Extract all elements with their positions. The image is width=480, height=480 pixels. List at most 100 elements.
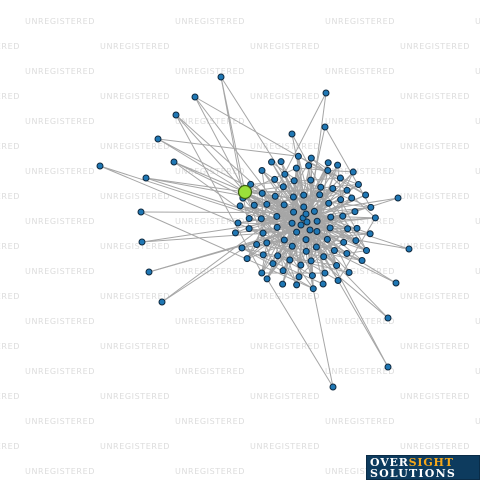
network-node[interactable]	[293, 281, 301, 289]
network-node[interactable]	[250, 201, 258, 209]
network-node[interactable]	[312, 243, 320, 251]
network-node[interactable]	[307, 176, 315, 184]
network-node[interactable]	[292, 164, 300, 172]
network-node[interactable]	[320, 253, 328, 261]
network-node[interactable]	[309, 285, 317, 293]
network-node[interactable]	[344, 225, 352, 233]
network-node[interactable]	[323, 235, 331, 243]
network-node[interactable]	[288, 242, 296, 250]
network-node[interactable]	[371, 214, 379, 222]
network-node[interactable]	[269, 260, 277, 268]
network-node[interactable]	[303, 218, 311, 226]
network-node[interactable]	[300, 191, 308, 199]
network-node[interactable]	[340, 238, 348, 246]
network-node[interactable]	[259, 229, 267, 237]
network-node[interactable]	[336, 174, 344, 182]
network-node[interactable]	[384, 314, 392, 322]
network-node[interactable]	[333, 261, 341, 269]
network-node[interactable]	[300, 203, 308, 211]
network-node[interactable]	[277, 158, 285, 166]
network-node[interactable]	[343, 250, 351, 258]
network-node[interactable]	[137, 208, 145, 216]
network-node[interactable]	[142, 174, 150, 182]
network-node[interactable]	[394, 194, 402, 202]
network-node[interactable]	[268, 158, 276, 166]
network-node[interactable]	[343, 186, 351, 194]
network-node[interactable]	[231, 229, 239, 237]
network-node[interactable]	[247, 180, 255, 188]
network-node[interactable]	[273, 212, 281, 220]
network-node[interactable]	[297, 221, 305, 229]
network-node[interactable]	[279, 280, 287, 288]
network-node[interactable]	[238, 244, 246, 252]
network-node[interactable]	[321, 269, 329, 277]
network-node[interactable]	[263, 239, 271, 247]
network-node[interactable]	[352, 237, 360, 245]
network-node[interactable]	[253, 241, 261, 249]
network-node[interactable]	[322, 89, 330, 97]
network-node[interactable]	[316, 191, 324, 199]
network-node[interactable]	[263, 275, 271, 283]
network-node[interactable]	[289, 193, 297, 201]
network-node[interactable]	[325, 199, 333, 207]
network-node[interactable]	[310, 207, 318, 215]
network-node[interactable]	[191, 93, 199, 101]
network-node[interactable]	[96, 162, 104, 170]
network-node[interactable]	[324, 159, 332, 167]
network-node[interactable]	[243, 255, 251, 263]
network-node[interactable]	[349, 168, 357, 176]
network-node[interactable]	[302, 236, 310, 244]
network-node[interactable]	[274, 252, 282, 260]
network-node[interactable]	[257, 215, 265, 223]
network-node[interactable]	[329, 383, 337, 391]
network-node[interactable]	[154, 135, 162, 143]
network-node[interactable]	[286, 256, 294, 264]
network-node[interactable]	[334, 277, 342, 285]
network-node[interactable]	[271, 175, 279, 183]
network-node[interactable]	[279, 267, 287, 275]
network-node[interactable]	[317, 183, 325, 191]
network-node[interactable]	[158, 298, 166, 306]
network-node[interactable]	[330, 246, 338, 254]
network-node[interactable]	[366, 230, 374, 238]
network-node[interactable]	[172, 111, 180, 119]
network-node[interactable]	[258, 189, 266, 197]
network-node[interactable]	[290, 208, 298, 216]
network-node[interactable]	[313, 227, 321, 235]
network-node[interactable]	[273, 223, 281, 231]
network-node[interactable]	[358, 257, 366, 265]
network-node[interactable]	[324, 166, 332, 174]
network-node[interactable]	[313, 217, 321, 225]
network-node[interactable]	[170, 158, 178, 166]
network-node[interactable]	[405, 245, 413, 253]
network-node[interactable]	[280, 236, 288, 244]
network-node[interactable]	[234, 219, 242, 227]
network-node[interactable]	[279, 183, 287, 191]
network-node[interactable]	[138, 238, 146, 246]
network-node[interactable]	[367, 203, 375, 211]
network-node[interactable]	[392, 279, 400, 287]
network-node[interactable]	[259, 251, 267, 259]
network-node[interactable]	[288, 219, 296, 227]
network-node[interactable]	[245, 225, 253, 233]
network-node[interactable]	[339, 212, 347, 220]
network-node[interactable]	[305, 162, 313, 170]
network-node[interactable]	[353, 224, 361, 232]
focus-node[interactable]	[237, 184, 253, 200]
network-node[interactable]	[354, 180, 362, 188]
network-node[interactable]	[294, 152, 302, 160]
network-node[interactable]	[281, 170, 289, 178]
network-node[interactable]	[245, 215, 253, 223]
network-node[interactable]	[363, 247, 371, 255]
network-node[interactable]	[351, 208, 359, 216]
network-node[interactable]	[145, 268, 153, 276]
network-node[interactable]	[263, 200, 271, 208]
network-node[interactable]	[307, 154, 315, 162]
network-node[interactable]	[302, 210, 310, 218]
network-node[interactable]	[306, 226, 314, 234]
network-node[interactable]	[280, 201, 288, 209]
network-node[interactable]	[327, 213, 335, 221]
network-node[interactable]	[258, 269, 266, 277]
network-node[interactable]	[217, 73, 225, 81]
network-node[interactable]	[329, 185, 337, 193]
